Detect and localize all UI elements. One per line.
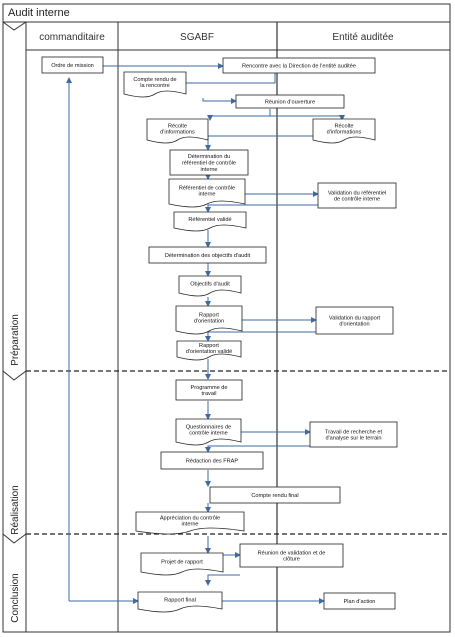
node-label: Rapport final — [164, 598, 196, 604]
node-label: contrôle interne — [189, 431, 228, 437]
process-box — [175, 379, 243, 401]
document-shape — [137, 591, 223, 613]
node-label: clôture — [283, 557, 300, 563]
node-label: d'orientation validé — [186, 349, 232, 355]
document-shape — [178, 275, 242, 297]
document-shape — [175, 418, 242, 446]
node-label: Référentiel validé — [188, 217, 231, 223]
node-label: interne — [181, 522, 198, 528]
node-label: Réunion de validation et de — [258, 550, 326, 556]
lane-header-sgabf: SGABF — [180, 32, 214, 43]
node-label: Rédaction des FRAP — [186, 459, 239, 465]
node-label: Ordre de mission — [51, 63, 94, 69]
node-label: d'orientation — [194, 319, 224, 325]
node-label: Compte rendu final — [251, 493, 298, 499]
node-label: référentiel de contrôle — [182, 161, 236, 167]
process-box — [315, 306, 394, 335]
process-box — [239, 543, 344, 568]
process-box — [323, 592, 396, 610]
document-shape — [146, 118, 209, 144]
node-label: Rencontre avec la Direction de l'entité … — [242, 64, 356, 70]
node-label: de contrôle interne — [334, 197, 380, 203]
flow-node-n24: Rapport final — [137, 591, 223, 613]
flow-node-n11: Détermination des objectifs d'audit — [148, 246, 267, 264]
process-box — [317, 182, 397, 209]
process-box — [309, 421, 398, 448]
node-label: Récolte — [168, 123, 187, 129]
node-label: Projet de rapport — [161, 560, 203, 566]
process-box — [169, 149, 249, 176]
node-label: d'orientation — [339, 322, 369, 328]
node-label: Rapport — [199, 312, 219, 318]
node-label: Compte rendu de — [133, 77, 176, 83]
node-label: Détermination des objectifs d'audit — [165, 253, 251, 259]
process-box — [209, 486, 341, 504]
node-label: Rapport — [199, 343, 219, 349]
document-shape — [135, 511, 245, 535]
phase-label-realisation: Réalisation — [10, 485, 21, 534]
node-label: Plan d'action — [344, 599, 376, 605]
node-label: la rencontre — [140, 83, 170, 89]
flow-node-n18: Travail de recherche etd'analyse sur le … — [309, 421, 398, 448]
document-shape — [140, 552, 224, 576]
node-label: d'informations — [327, 130, 362, 136]
flow-node-n10: Référentiel validé — [173, 211, 247, 232]
node-label: Validation du référentiel — [328, 190, 386, 196]
flow-node-n1: Ordre de mission — [41, 56, 104, 74]
node-label: Référentiel de contrôle — [179, 185, 235, 191]
node-label: Travail de recherche et — [325, 429, 382, 435]
document-shape — [173, 211, 247, 232]
process-box — [235, 94, 345, 109]
node-label: interne — [198, 192, 215, 198]
document-shape — [176, 340, 242, 361]
node-label: Réunion d'ouverture — [265, 100, 315, 106]
node-label: Programme de — [191, 385, 228, 391]
process-box — [160, 451, 264, 470]
node-label: d'analyse sur le terrain — [325, 436, 381, 442]
flow-node-n22: Projet de rapport — [140, 552, 224, 576]
phase-label-preparation: Préparation — [10, 314, 21, 366]
document-shape — [175, 305, 243, 335]
phase-label-conclusion: Conclusion — [10, 573, 21, 622]
process-box — [222, 57, 376, 74]
diagram-title: Audit interne — [8, 7, 70, 19]
node-label: d'informations — [160, 130, 195, 136]
node-label: Questionnaires de — [186, 424, 231, 430]
document-shape — [312, 118, 376, 144]
node-label: Récolte — [335, 123, 354, 129]
lane-header-commanditaire: commanditaire — [39, 32, 105, 43]
document-shape — [123, 71, 187, 98]
flow-node-n25: Plan d'action — [323, 592, 396, 610]
node-label: interne — [200, 167, 217, 173]
node-label: Détermination du — [188, 154, 231, 160]
flow-node-n20: Compte rendu final — [209, 486, 341, 504]
document-shape — [168, 178, 246, 208]
flow-node-n2: Rencontre avec la Direction de l'entité … — [222, 57, 376, 74]
node-label: Appréciation du contrôle — [160, 515, 220, 521]
node-label: travail — [202, 391, 217, 397]
flow-node-n19: Rédaction des FRAP — [160, 451, 264, 470]
node-label: Validation du rapport — [329, 315, 381, 321]
flow-node-n12: Objectifs d'audit — [178, 275, 242, 297]
process-box — [41, 56, 104, 74]
lane-header-entite: Entité auditée — [332, 32, 394, 43]
process-box — [148, 246, 267, 264]
node-label: Objectifs d'audit — [190, 282, 230, 288]
flow-node-n4: Réunion d'ouverture — [235, 94, 345, 109]
